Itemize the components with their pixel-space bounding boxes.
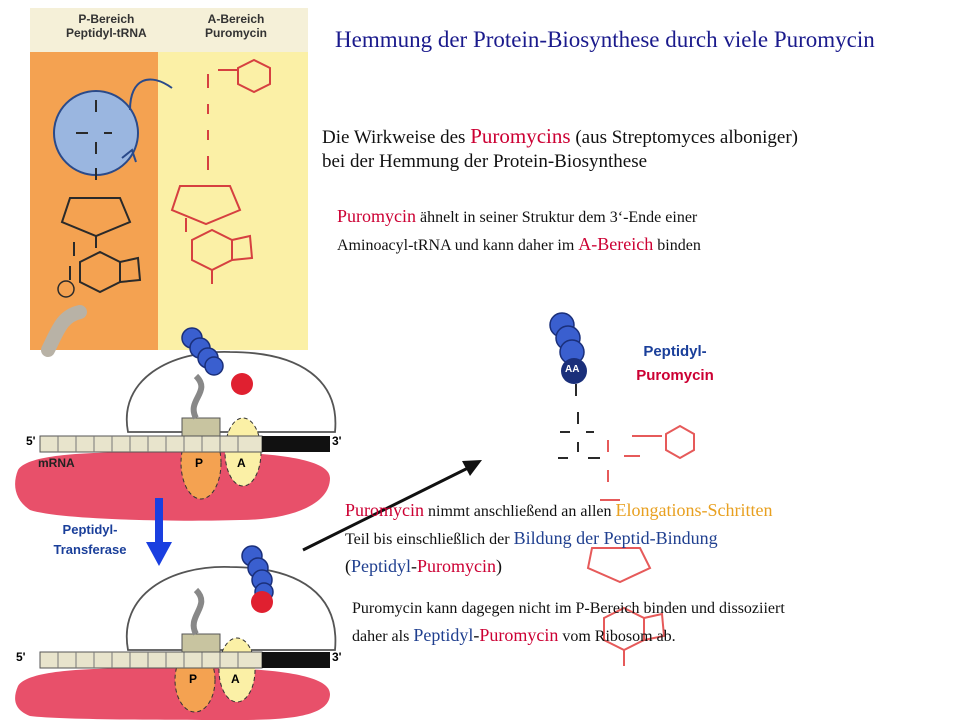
elongation-puromycin: Puromycin (345, 500, 424, 520)
mrna-top (39, 435, 263, 453)
trna-body-bottom (190, 587, 205, 636)
similarity-a-site: A-Bereich (578, 234, 654, 254)
elongation-dash: - (411, 556, 418, 576)
aa-residue (561, 358, 587, 384)
large-subunit-bottom (15, 667, 331, 720)
aa-label: AA (565, 364, 580, 375)
five-prime-bottom: 5' (16, 650, 26, 664)
peptidyl-transferase-label: Peptidyl- Transferase (30, 520, 150, 560)
three-prime-top: 3' (332, 434, 342, 448)
trna-tail (41, 305, 87, 357)
release-arrow (302, 460, 482, 552)
transferase-arrow (146, 498, 172, 566)
elongation-d: Teil bis einschließlich der (345, 531, 514, 548)
p-site-panel (30, 8, 158, 350)
a-site-header: A-Bereich Puromycin (205, 12, 267, 40)
mrna-bottom (39, 651, 263, 669)
page-title: Hemmung der Protein-Biosynthese durch vi… (335, 27, 875, 52)
transferase-line1: Peptidyl- (62, 522, 118, 537)
trna-body-top (190, 373, 205, 420)
intro-text-a: Die Wirkweise des (322, 127, 471, 148)
a-site-bottom (218, 637, 256, 703)
site-a-top: A (237, 456, 246, 470)
a-site-panel (158, 8, 308, 350)
elongation-b: nimmt anschließend an allen (424, 503, 616, 520)
product-peptide-chain (549, 312, 585, 365)
dissociation-a: daher als (352, 628, 414, 645)
mrna-label: mRNA (38, 456, 75, 470)
three-prime-bottom: 3' (332, 650, 342, 664)
ribosome-bottom (15, 545, 337, 720)
dissociation-e: vom Ribosom ab. (558, 628, 676, 645)
site-a-bottom: A (231, 672, 240, 686)
site-p-bottom: P (189, 672, 198, 686)
mrna-dark-bottom (262, 652, 330, 668)
peptidyl-puromycin-label: Peptidyl- Puromycin (620, 340, 730, 388)
puromycin-ball-bottom (251, 591, 273, 613)
benzene-ring (237, 58, 271, 94)
similarity-e: binden (653, 237, 701, 254)
elongation-peptidyl: Peptidyl (351, 556, 412, 576)
peptidyl-label: Peptidyl- (643, 343, 707, 360)
peptide-chain-top (181, 327, 224, 376)
elongation-text: Puromycin nimmt anschließend an allen El… (345, 497, 945, 581)
dissociation-text: Puromycin kann dagegen nicht im P-Bereic… (352, 596, 952, 650)
trna-anticodon-bottom (181, 633, 221, 653)
similarity-puromycin: Puromycin (337, 206, 416, 226)
panel-header-strip (30, 8, 308, 52)
intro-text: Die Wirkweise des Puromycins (aus Strept… (322, 124, 942, 174)
puromycin-ball-top (231, 373, 253, 395)
elongation-bond: Bildung der Peptid-Bindung (513, 528, 718, 548)
p-header-line1: P-Bereich (78, 12, 135, 26)
similarity-c: Aminoacyl-tRNA und kann daher im (337, 237, 579, 254)
a-header-line2: Puromycin (205, 26, 268, 40)
dissociation-puromycin: Puromycin (479, 625, 559, 645)
site-p-top: P (195, 456, 204, 470)
peptidyl-puromycin-structure (549, 312, 695, 666)
dissociation-line1: Puromycin kann dagegen nicht im P-Bereic… (352, 600, 785, 617)
ribose-ring-p (60, 197, 132, 238)
attack-arrow (129, 78, 173, 111)
dissociation-peptidyl: Peptidyl (413, 625, 474, 645)
p-header-line2: Peptidyl-tRNA (66, 26, 147, 40)
ribose-ring-a (170, 185, 242, 226)
phosphate-circle (57, 280, 75, 298)
trna-anticodon-top (181, 417, 221, 437)
p-site-header: P-Bereich Peptidyl-tRNA (66, 12, 147, 40)
similarity-b: ähnelt in seiner Struktur dem 3‘-Ende ei… (416, 209, 698, 226)
mrna-dark-top (262, 436, 330, 452)
elongation-puromycin2: Puromycin (417, 556, 497, 576)
transferase-line2: Transferase (53, 542, 127, 557)
five-prime-top: 5' (26, 434, 36, 448)
puromycin-label: Puromycin (636, 367, 714, 384)
a-header-line1: A-Bereich (207, 12, 265, 26)
paren-open: ( (345, 556, 351, 576)
dissociation-dash: - (473, 625, 480, 645)
intro-text-c: (aus Streptomyces alboniger) (570, 127, 798, 148)
paren-close: ) (496, 556, 503, 576)
small-subunit-top (125, 351, 337, 433)
structure-panel (30, 8, 308, 357)
similarity-text: Puromycin ähnelt in seiner Struktur dem … (337, 203, 937, 259)
intro-line2: bei der Hemmung der Protein-Biosynthese (322, 151, 648, 172)
elongation-steps: Elongations-Schritten (615, 500, 773, 520)
intro-puromycin: Puromycins (470, 124, 571, 148)
ribosome-top (15, 327, 337, 521)
small-subunit-bottom (125, 566, 337, 651)
